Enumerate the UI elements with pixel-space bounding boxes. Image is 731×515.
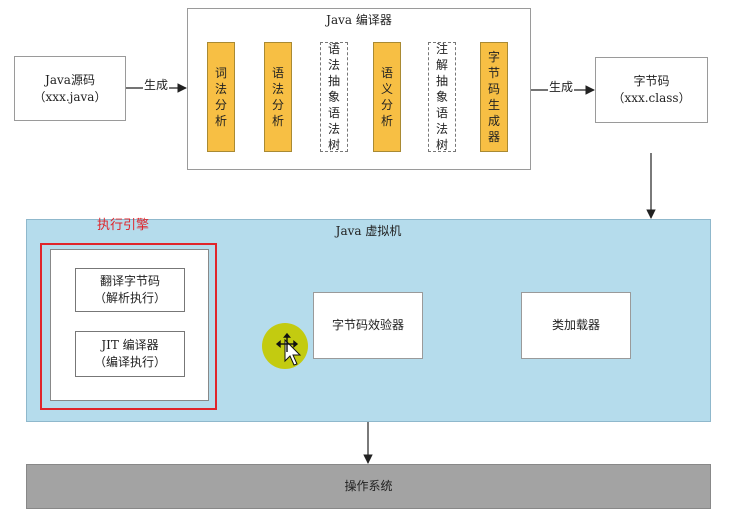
stage-character: 分: [380, 98, 393, 112]
java-compiler-title: Java 编译器: [326, 13, 392, 27]
annotated-syntax-tree-stage: 注解抽象语法树: [428, 42, 456, 152]
stage-character: 树: [327, 138, 340, 152]
interpreter-box: 翻译字节码 （解析执行）: [75, 268, 185, 312]
bytecode-generator-stage: 字节码生成器: [480, 42, 508, 152]
interpreter-mode: （解析执行）: [93, 291, 166, 305]
jvm-title: Java 虚拟机: [335, 224, 402, 238]
stage-character: 注: [435, 42, 448, 56]
operating-system-bar: 操作系统: [26, 464, 711, 509]
java-source-label: Java源码: [45, 72, 95, 87]
stage-character: 语: [271, 66, 284, 80]
stage-character: 码: [487, 82, 500, 96]
bytecode-verifier-label: 字节码效验器: [331, 318, 404, 332]
stage-character: 抽: [435, 74, 448, 88]
bytecode-filename: （xxx.class）: [612, 91, 691, 105]
stage-character: 语: [327, 106, 340, 120]
stage-character: 析: [214, 114, 227, 128]
stage-character: 析: [271, 114, 284, 128]
java-source-filename: （xxx.java）: [33, 89, 107, 104]
stage-character: 节: [487, 66, 500, 80]
stage-character: 树: [435, 138, 448, 152]
stage-character: 法: [327, 58, 340, 72]
stage-character: 义: [380, 82, 393, 96]
bytecode-box: 字节码 （xxx.class）: [595, 57, 708, 123]
interpreter-label: 翻译字节码: [99, 274, 160, 288]
generate-label-left: 生成: [143, 77, 170, 94]
execution-engine-label: 执行引擎: [97, 218, 150, 233]
jit-compiler-box: JIT 编译器 （编译执行）: [75, 331, 185, 377]
bytecode-label: 字节码: [633, 74, 670, 88]
operating-system-label: 操作系统: [344, 479, 393, 493]
stage-character: 法: [327, 122, 340, 136]
stage-character: 语: [435, 106, 448, 120]
stage-character: 生: [487, 98, 500, 112]
class-loader-label: 类加载器: [551, 318, 600, 332]
stage-character: 分: [271, 98, 284, 112]
stage-character: 语: [327, 42, 340, 56]
lexical-analysis-stage: 词法分析: [207, 42, 235, 152]
stage-character: 析: [380, 114, 393, 128]
stage-character: 法: [271, 82, 284, 96]
java-compiler-box: Java 编译器: [187, 8, 531, 170]
java-source-box: Java源码 （xxx.java）: [14, 56, 126, 121]
execution-engine-highlight: [40, 243, 217, 410]
semantic-analysis-stage: 语义分析: [373, 42, 401, 152]
stage-character: 词: [214, 66, 227, 80]
stage-character: 分: [214, 98, 227, 112]
stage-character: 法: [435, 122, 448, 136]
bytecode-verifier-box: 字节码效验器: [313, 292, 423, 359]
class-loader-box: 类加载器: [521, 292, 631, 359]
jit-compiler-label: JIT 编译器: [101, 338, 159, 352]
stage-character: 象: [435, 90, 448, 104]
jit-compiler-mode: （编译执行）: [93, 355, 166, 369]
abstract-syntax-tree-stage: 语法抽象语法树: [320, 42, 348, 152]
generate-label-right: 生成: [548, 79, 575, 96]
stage-character: 字: [487, 50, 500, 64]
syntax-analysis-stage: 语法分析: [264, 42, 292, 152]
stage-character: 成: [487, 114, 500, 128]
stage-character: 器: [487, 130, 500, 144]
stage-character: 抽: [327, 74, 340, 88]
stage-character: 解: [435, 58, 448, 72]
stage-character: 法: [214, 82, 227, 96]
stage-character: 语: [380, 66, 393, 80]
stage-character: 象: [327, 90, 340, 104]
